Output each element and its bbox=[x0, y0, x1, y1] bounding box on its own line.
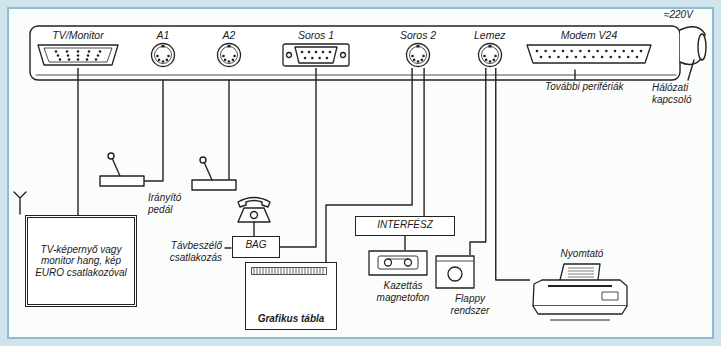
cassette-recorder bbox=[368, 250, 428, 276]
din-socket bbox=[216, 42, 242, 68]
printer: Nyomtató bbox=[530, 248, 634, 324]
dsub-connector bbox=[282, 42, 350, 68]
modem-port: Modem V24 bbox=[525, 29, 653, 66]
device-label: Flappy rendszer bbox=[435, 293, 505, 316]
switch-label: Hálózati kapcsoló bbox=[652, 82, 716, 105]
printer bbox=[530, 262, 630, 322]
port-label: Soros 1 bbox=[282, 29, 350, 41]
din-socket bbox=[405, 42, 431, 68]
joystick bbox=[192, 80, 236, 190]
serial-port: Soros 1 bbox=[282, 29, 350, 68]
cassette-recorder: Kazettás magnetofon bbox=[368, 250, 438, 303]
mains-label: ≈220V bbox=[664, 9, 714, 21]
graphic-tablet: Grafikus tábla bbox=[245, 262, 337, 330]
port-label: Modem V24 bbox=[525, 29, 653, 41]
joystick-port: A1 bbox=[150, 29, 176, 68]
rear-panel bbox=[30, 26, 680, 80]
connector-wire bbox=[496, 68, 530, 280]
floppy-drive bbox=[435, 255, 475, 289]
port-label: A1 bbox=[150, 29, 176, 41]
tablet-keys bbox=[251, 267, 327, 275]
connector-wire bbox=[423, 68, 424, 216]
port-label: Lemez bbox=[474, 29, 506, 41]
peripheral-label: További perifériák bbox=[545, 81, 655, 93]
din-socket bbox=[150, 42, 176, 68]
tv-monitor-box: TV-képernyő vagy monitor hang, kép EURO … bbox=[25, 215, 137, 307]
box-label: INTERFÉSZ bbox=[361, 219, 449, 231]
din-socket bbox=[477, 42, 503, 68]
connector-wire bbox=[470, 68, 486, 255]
video-connector: TV/Monitor bbox=[36, 29, 120, 68]
connector-wire bbox=[280, 68, 316, 247]
dsub-connector bbox=[525, 42, 653, 66]
dsub-connector bbox=[36, 42, 120, 68]
serial-port: Soros 2 bbox=[400, 29, 436, 68]
port-label: A2 bbox=[216, 29, 242, 41]
leader-line bbox=[225, 247, 231, 248]
frame bbox=[8, 8, 713, 338]
telephone bbox=[238, 198, 270, 237]
port-label: TV/Monitor bbox=[36, 29, 120, 41]
port-label: Soros 2 bbox=[400, 29, 436, 41]
device-label: Grafikus tábla bbox=[251, 313, 331, 325]
leader-line bbox=[574, 70, 575, 79]
box-label: TV-képernyő vagy monitor hang, kép EURO … bbox=[33, 244, 129, 279]
phone-label: Távbeszélő csatlakozás bbox=[150, 240, 222, 263]
interface-box: INTERFÉSZ bbox=[355, 216, 455, 236]
antenna bbox=[14, 192, 26, 214]
panel-edge bbox=[36, 75, 676, 76]
box-label: BAG bbox=[238, 239, 274, 251]
bag-box: BAG bbox=[232, 236, 280, 258]
power-switch bbox=[680, 27, 706, 80]
joystick bbox=[100, 80, 163, 186]
floppy-drive: Flappy rendszer bbox=[435, 255, 505, 316]
device-label: Nyomtató bbox=[530, 248, 634, 260]
joystick-label: Irányító pedál bbox=[148, 192, 192, 215]
connector-wire bbox=[404, 236, 405, 250]
disk-port: Lemez bbox=[474, 29, 506, 68]
joystick-port: A2 bbox=[216, 29, 242, 68]
device-label: Kazettás magnetofon bbox=[368, 280, 438, 303]
connector-wire bbox=[77, 68, 78, 215]
